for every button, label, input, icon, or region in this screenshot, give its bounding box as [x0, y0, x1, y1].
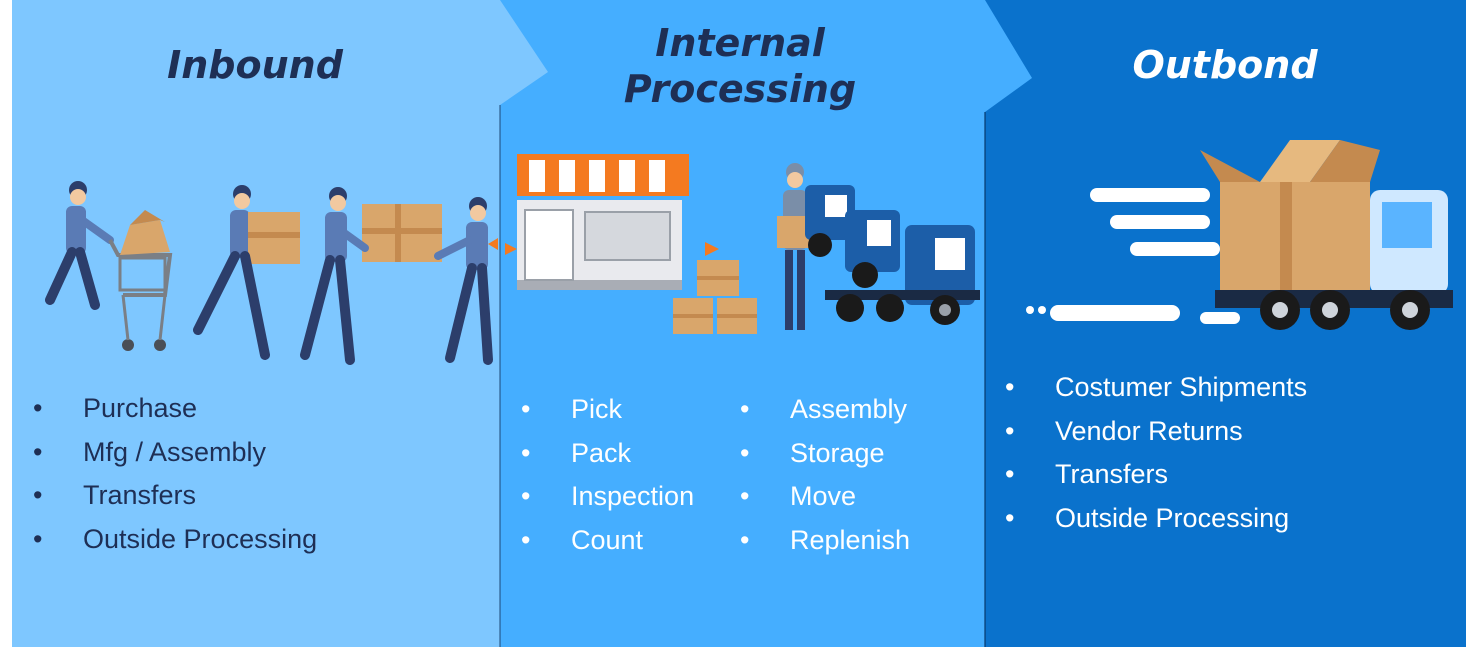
internal-warehouse-illustration — [505, 154, 980, 334]
inbound-title: Inbound — [167, 43, 343, 87]
list-item-label: Assembly — [790, 394, 908, 424]
list-item-label: Count — [571, 524, 644, 555]
outbound-list: • Costumer Shipments • Vendor Returns • Tra… — [1005, 366, 1307, 540]
list-item: • Transfers — [33, 474, 317, 518]
worker-carrying-large-box-icon — [300, 187, 442, 365]
list-item: • Pick — [521, 388, 694, 432]
box-stack-icon — [673, 260, 757, 334]
inbound-list: • Purchase • Mfg / Assembly • Transfers • Ou… — [33, 387, 317, 561]
worker-with-cart-icon — [45, 181, 173, 351]
list-item: • Inspection — [521, 475, 694, 519]
list-item-label: Transfers — [1055, 459, 1169, 489]
list-item-label: Mfg / Assembly — [83, 436, 267, 467]
list-item-label: Replenish — [790, 524, 911, 555]
bullet: • — [1005, 372, 1015, 402]
store-icon — [517, 154, 689, 290]
list-item: • Move — [740, 475, 910, 519]
list-item: • Purchase — [33, 387, 317, 431]
list-item: • Outside Processing — [33, 518, 317, 562]
list-item-label: Pick — [571, 394, 623, 424]
bullet: • — [1005, 502, 1015, 533]
list-item-label: Pack — [571, 437, 632, 468]
delivery-truck-icon — [1200, 140, 1453, 330]
bullet: • — [740, 524, 750, 555]
internal-list-col2: • Assembly • Storage • Move • Replenish — [740, 388, 910, 562]
outbound-title: Outbond — [1132, 43, 1318, 87]
list-item-label: Transfers — [83, 480, 197, 510]
list-item: • Assembly — [740, 388, 910, 432]
inbound-panel — [12, 0, 548, 647]
list-item-label: Storage — [790, 437, 885, 468]
list-item-label: Inspection — [571, 481, 695, 511]
bullet: • — [740, 394, 750, 424]
list-item: • Transfers — [1005, 453, 1307, 497]
arrow-icon — [505, 243, 517, 255]
bullet: • — [33, 523, 43, 554]
bullet: • — [521, 437, 531, 468]
bullet: • — [521, 481, 531, 511]
bullet: • — [521, 524, 531, 555]
arrow-icon — [705, 242, 719, 256]
bullet: • — [1005, 415, 1015, 446]
list-item: • Mfg / Assembly — [33, 431, 317, 475]
inbound-workers-illustration — [45, 181, 498, 365]
list-item-label: Move — [790, 481, 857, 511]
bullet: • — [740, 437, 750, 468]
bullet: • — [521, 394, 531, 424]
bullet: • — [33, 436, 43, 467]
bullet: • — [1005, 459, 1015, 489]
list-item: • Count — [521, 519, 694, 563]
list-item-label: Vendor Returns — [1055, 415, 1243, 446]
internal-list-col1: • Pick • Pack • Inspection • Count — [521, 388, 694, 562]
list-item-label: Costumer Shipments — [1055, 372, 1308, 402]
bullet: • — [740, 481, 750, 511]
list-item: • Vendor Returns — [1005, 410, 1307, 454]
bullet: • — [33, 480, 43, 510]
list-item: • Outside Processing — [1005, 497, 1307, 541]
list-item: • Costumer Shipments — [1005, 366, 1307, 410]
truck-fleet-icon — [805, 185, 980, 325]
list-item: • Replenish — [740, 519, 910, 563]
outbound-truck-illustration — [1026, 140, 1453, 330]
list-item: • Pack — [521, 432, 694, 476]
worker-carrying-box-icon — [193, 185, 300, 360]
worker-receiving-box-icon — [434, 197, 498, 365]
speed-lines-icon — [1026, 188, 1240, 324]
list-item-label: Purchase — [83, 393, 198, 423]
list-item: • Storage — [740, 432, 910, 476]
list-item-label: Outside Processing — [1055, 502, 1290, 533]
bullet: • — [33, 393, 43, 423]
list-item-label: Outside Processing — [83, 523, 318, 554]
